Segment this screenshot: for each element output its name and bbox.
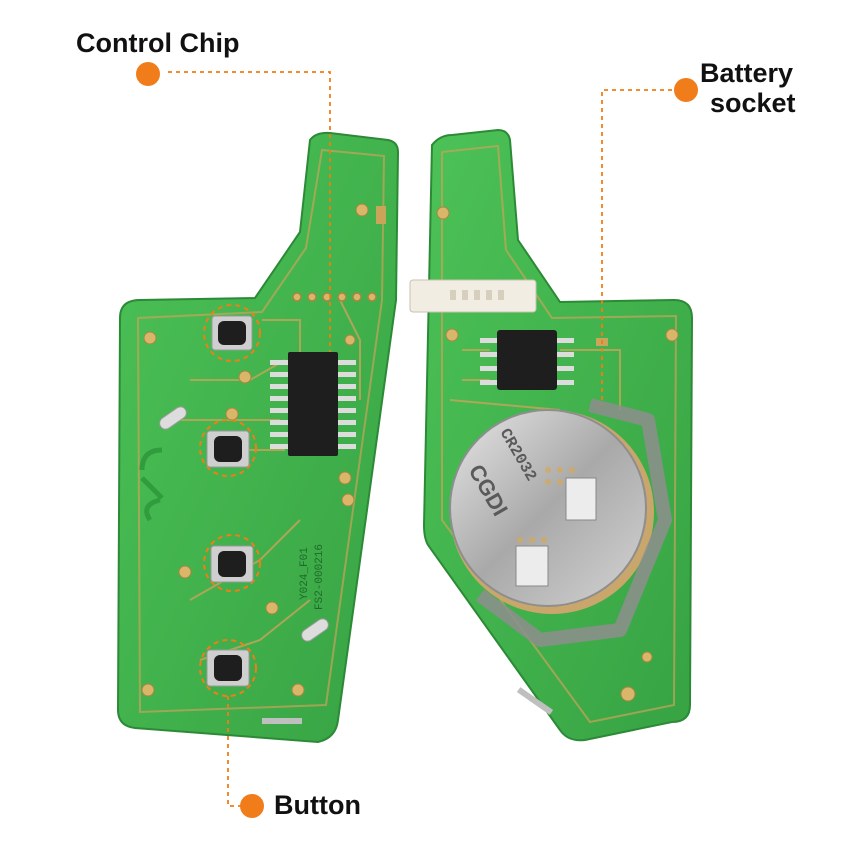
battery-socket-label-line2: socket [710,88,796,118]
callout-control-chip [136,62,331,352]
callout-battery-socket [601,78,698,405]
battery-socket-label: Battery socket [700,58,796,118]
left-pcb-board: Y024_F01 FS2-000216 [116,131,400,744]
control-chip [270,352,356,456]
eeprom-chip [480,330,574,390]
button-label: Button [274,790,361,820]
right-pcb-board: CR2032 CGDI [409,128,694,742]
battery-socket: CR2032 CGDI [449,398,672,647]
cg-logo-icon [139,447,164,522]
battery-socket-label-line1: Battery [700,58,794,88]
board-model-text: Y024_F01 [299,547,311,600]
tact-button [203,534,261,592]
callout-dot-icon [240,794,264,818]
tact-button [199,639,257,697]
callout-dot-icon [674,78,698,102]
tact-button [199,419,257,477]
control-chip-label: Control Chip [76,28,240,58]
callout-dot-icon [136,62,160,86]
board-serial-text: FS2-000216 [314,544,326,610]
callout-button [227,696,264,818]
tact-button [203,304,261,362]
